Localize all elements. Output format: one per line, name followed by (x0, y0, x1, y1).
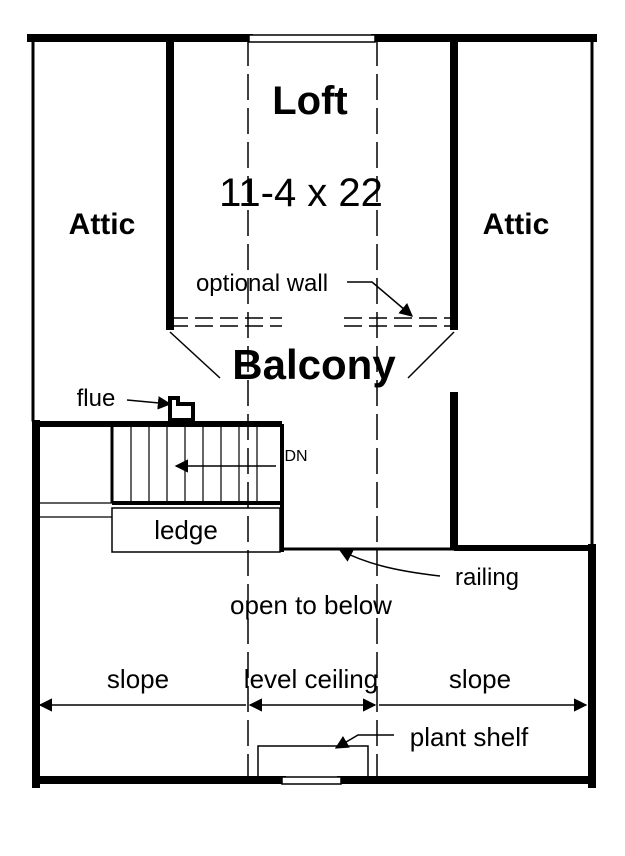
open-to-below-label: open to below (230, 590, 392, 620)
interior-walls (36, 40, 592, 551)
stair (38, 422, 284, 552)
ledge-label: ledge (154, 515, 218, 545)
ledge-box (111, 507, 281, 553)
slope-left-label: slope (107, 664, 169, 694)
optional-wall-label: optional wall (196, 270, 328, 297)
loft-label: Loft (272, 79, 348, 123)
optional-wall-arrow-icon (347, 281, 414, 317)
plant-shelf-arrow-icon (334, 734, 394, 749)
exterior-walls (27, 34, 597, 788)
slope-right-label: slope (449, 664, 511, 694)
flue-label: flue (77, 385, 116, 412)
level-ceiling-lines (247, 40, 378, 780)
dn-label: DN (284, 448, 307, 465)
balcony-label: Balcony (232, 341, 396, 388)
railing-label: railing (455, 564, 519, 591)
attic-left-label: Attic (69, 208, 136, 241)
optional-wall-line (170, 317, 454, 327)
railing-line (282, 547, 454, 577)
railing-arrow-icon (338, 549, 441, 577)
loft-dimensions: 11-4 x 22 (219, 171, 383, 215)
level-ceiling-label: level ceiling (244, 664, 378, 694)
flue-symbol (126, 396, 195, 422)
plant-shelf (257, 734, 394, 778)
plant-shelf-label: plant shelf (410, 722, 529, 752)
attic-right-label: Attic (483, 208, 550, 241)
flue-arrow-icon (126, 396, 172, 410)
